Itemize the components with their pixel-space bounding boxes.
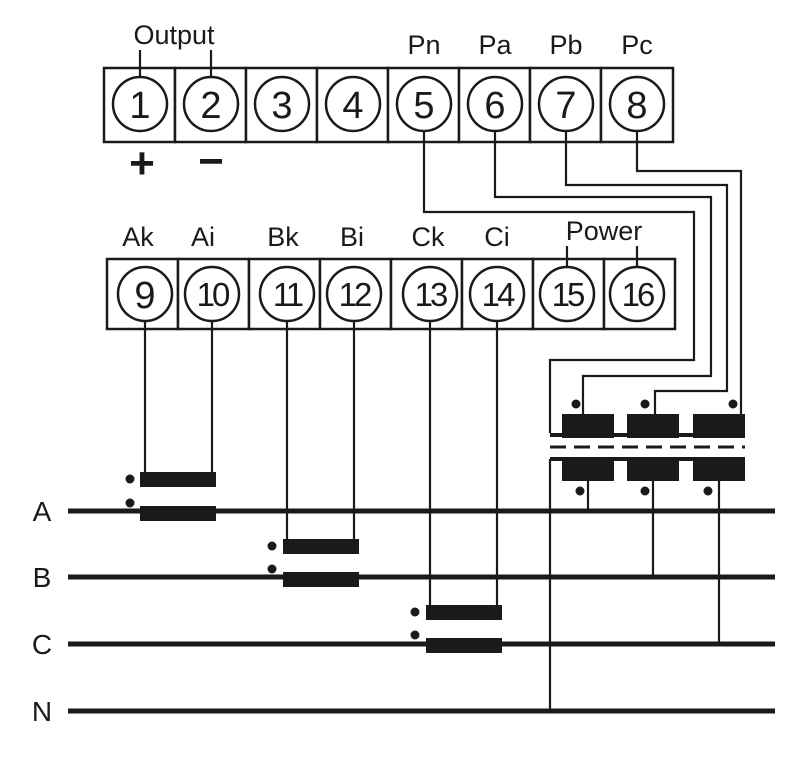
bus-lines: A B C N — [32, 496, 775, 727]
terminal-number-1: 1 — [129, 85, 150, 127]
terminal-number-15: 15 — [552, 276, 584, 313]
terminal-number-14: 14 — [482, 276, 515, 313]
terminal-number-13: 13 — [415, 276, 447, 313]
terminal-circle-4 — [324, 75, 382, 133]
terminal-number-10: 10 — [197, 276, 230, 313]
bus-label-c: C — [32, 629, 52, 660]
wire-pb — [564, 131, 729, 418]
pt-b-dot-top — [640, 399, 650, 409]
ct-b-secondary — [283, 539, 359, 554]
wire-pc — [635, 131, 743, 418]
ct-b-dot-top — [267, 541, 277, 551]
label-bk: Bk — [267, 222, 299, 252]
pt-b-secondary — [627, 457, 679, 481]
pt-c-dot-top — [728, 399, 738, 409]
terminal-number-2: 2 — [200, 85, 221, 127]
ct-c-secondary — [426, 605, 502, 620]
bottom-terminal-strip: 9 10 11 12 13 14 15 16 Ak Ai Bk Bi Ck Ci… — [105, 216, 677, 331]
voltage-transformer-bank — [548, 399, 745, 711]
current-transformers — [125, 472, 502, 653]
ct-a-dot-top — [125, 474, 135, 484]
terminal-number-7: 7 — [555, 85, 576, 127]
label-power: Power — [566, 216, 643, 246]
bus-label-a: A — [33, 496, 52, 527]
ct-a-dot-bottom — [125, 498, 135, 508]
label-pc: Pc — [621, 30, 653, 60]
terminal-number-8: 8 — [626, 85, 647, 127]
label-ak: Ak — [122, 222, 154, 252]
label-ai: Ai — [191, 222, 215, 252]
ct-c-dot-top — [410, 607, 420, 617]
wire-pn — [422, 131, 696, 433]
pt-b-dot-bottom — [640, 486, 650, 496]
plus-sign: + — [129, 139, 155, 188]
terminal-number-6: 6 — [484, 85, 505, 127]
top-terminal-strip: 1 2 3 4 5 6 7 8 Output Pn Pa Pb Pc + − — [102, 20, 675, 188]
pt-c-dot-bottom — [703, 486, 713, 496]
voltage-wiring — [422, 131, 743, 433]
label-ci: Ci — [484, 222, 510, 252]
label-pn: Pn — [407, 30, 440, 60]
terminal-number-12: 12 — [339, 276, 371, 313]
terminal-number-16: 16 — [622, 276, 654, 313]
label-pb: Pb — [549, 30, 582, 60]
pt-a-dot-bottom — [575, 486, 585, 496]
label-pa: Pa — [478, 30, 512, 60]
bus-label-b: B — [33, 562, 52, 593]
bus-label-n: N — [32, 696, 52, 727]
terminal-number-5: 5 — [413, 85, 434, 127]
pt-a-dot-top — [571, 399, 581, 409]
terminal-number-11: 11 — [273, 276, 303, 313]
minus-sign: − — [198, 137, 224, 186]
terminal-number-9: 9 — [134, 275, 155, 317]
terminal-number-4: 4 — [342, 85, 363, 127]
pt-a-secondary — [562, 457, 614, 481]
label-ck: Ck — [412, 222, 445, 252]
terminal-circle-3 — [253, 75, 311, 133]
current-wiring — [143, 321, 499, 605]
ct-c-dot-bottom — [410, 630, 420, 640]
ct-b-dot-bottom — [267, 564, 277, 574]
ct-a-secondary — [140, 472, 216, 487]
output-label: Output — [133, 20, 215, 50]
wire-pa — [493, 131, 713, 418]
label-bi: Bi — [340, 222, 364, 252]
terminal-number-3: 3 — [271, 85, 292, 127]
pt-c-secondary — [693, 457, 745, 481]
